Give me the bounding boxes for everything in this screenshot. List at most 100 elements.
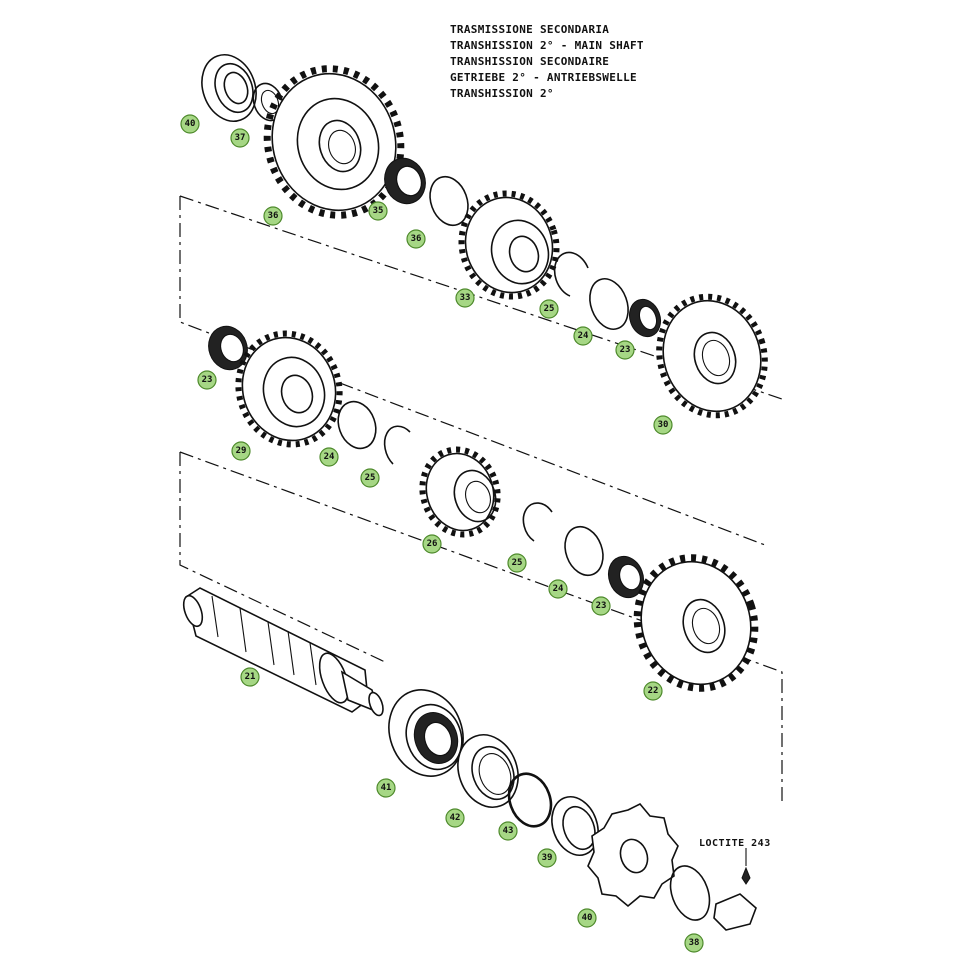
- part-large-gear-22: [633, 554, 759, 692]
- part-needle-bearing-35: [384, 157, 426, 205]
- part-ball-bearing-41: [388, 689, 464, 777]
- part-main-shaft-21: [182, 587, 384, 717]
- callout-circle: [240, 667, 260, 687]
- callout-circle: [368, 201, 388, 221]
- callout-badge: 33: [455, 288, 475, 308]
- callout-circle: [577, 908, 597, 928]
- callout-circle: [445, 808, 465, 828]
- part-washer-24-b: [337, 400, 377, 450]
- callout-badge: 24: [319, 447, 339, 467]
- callout-number: 39: [542, 853, 553, 863]
- callout-number: 33: [460, 293, 471, 303]
- title-line-es: TRANSHISSION 2°: [450, 87, 554, 100]
- callout-circle: [319, 447, 339, 467]
- part-o-ring-43: [507, 772, 553, 828]
- callout-number: 25: [544, 304, 555, 314]
- callout-circle: [498, 821, 518, 841]
- part-washer-24-c: [564, 525, 604, 577]
- callout-badge: 40: [577, 908, 597, 928]
- callout-circle: [422, 534, 442, 554]
- callout-badge: 21: [240, 667, 260, 687]
- part-circlip-25-a: [553, 251, 589, 297]
- callout-badge: 37: [230, 128, 250, 148]
- callout-badge: 36: [406, 229, 426, 249]
- part-needle-bearing-23-a: [628, 298, 662, 338]
- title-block: TRASMISSIONE SECONDARIA TRANSHISSION 2° …: [450, 22, 644, 102]
- callout-circle: [643, 681, 663, 701]
- callout-number: 25: [365, 473, 376, 483]
- part-bearing-top: [201, 54, 257, 122]
- loctite-note: LOCTITE 243: [699, 838, 771, 849]
- callout-badge: 29: [231, 441, 251, 461]
- callout-circle: [376, 778, 396, 798]
- callout-badge: 43: [498, 821, 518, 841]
- callout-number: 37: [235, 133, 246, 143]
- callout-number: 23: [202, 375, 213, 385]
- part-washer-24-a: [589, 278, 629, 330]
- callout-badge: 40: [180, 114, 200, 134]
- callout-circle: [263, 206, 283, 226]
- part-needle-bearing-23-b: [208, 325, 248, 371]
- callout-circle: [573, 326, 593, 346]
- callout-badge: 23: [197, 370, 217, 390]
- title-line-fr: TRANSHISSION SECONDAIRE: [450, 55, 610, 68]
- callout-number: 23: [620, 345, 631, 355]
- callout-number: 36: [411, 234, 422, 244]
- callout-number: 24: [578, 331, 589, 341]
- callout-number: 25: [512, 558, 523, 568]
- callout-number: 43: [503, 826, 514, 836]
- callout-circle: [615, 340, 635, 360]
- callout-badge: 38: [684, 933, 704, 953]
- callout-badge: 25: [539, 299, 559, 319]
- part-washer-38: [669, 865, 711, 921]
- callout-number: 22: [648, 686, 659, 696]
- title-line-de: GETRIEBE 2° - ANTRIEBSWELLE: [450, 71, 637, 84]
- callout-circle: [539, 299, 559, 319]
- part-circlip-25-b: [383, 425, 411, 465]
- callout-badge: 25: [360, 468, 380, 488]
- callout-circle: [231, 441, 251, 461]
- callout-circle: [507, 553, 527, 573]
- callout-number: 21: [245, 672, 256, 682]
- callout-number: 40: [582, 913, 593, 923]
- callout-badge: 41: [376, 778, 396, 798]
- part-large-gear-top: [263, 65, 405, 219]
- callout-badge: 35: [368, 201, 388, 221]
- callout-badge: 42: [445, 808, 465, 828]
- callout-number: 42: [450, 813, 461, 823]
- callout-circle: [230, 128, 250, 148]
- callout-badge: 23: [615, 340, 635, 360]
- callout-circle: [360, 468, 380, 488]
- callout-badge: 30: [653, 415, 673, 435]
- callout-labels: 40 37 36 35 36 33 25 24 23 30 23 29 24 25 26 25 24 23 22 21…: [180, 114, 704, 953]
- callout-badge: 22: [643, 681, 663, 701]
- callout-circle: [684, 933, 704, 953]
- part-sprocket-40: [587, 803, 679, 908]
- callout-circle: [653, 415, 673, 435]
- callout-circle: [548, 579, 568, 599]
- callout-badge: 26: [422, 534, 442, 554]
- part-washer-36: [429, 175, 469, 227]
- callout-badge: 24: [573, 326, 593, 346]
- callout-number: 35: [373, 206, 384, 216]
- callout-circle: [537, 848, 557, 868]
- callout-number: 29: [236, 446, 247, 456]
- part-gear-30: [656, 293, 768, 419]
- callout-badge: 36: [263, 206, 283, 226]
- callout-badge: 39: [537, 848, 557, 868]
- callout-number: 41: [381, 783, 392, 793]
- callout-circle: [197, 370, 217, 390]
- callout-circle: [180, 114, 200, 134]
- title-line-en: TRANSHISSION 2° - MAIN SHAFT: [450, 39, 644, 52]
- callout-number: 24: [324, 452, 335, 462]
- callout-number: 38: [689, 938, 700, 948]
- title-line-it: TRASMISSIONE SECONDARIA: [450, 23, 610, 36]
- callout-number: 24: [553, 584, 564, 594]
- callout-circle: [406, 229, 426, 249]
- callout-number: 36: [268, 211, 279, 221]
- callout-badge: 23: [591, 596, 611, 616]
- part-bolt: [713, 848, 757, 931]
- part-needle-bearing-23-c: [607, 555, 645, 599]
- callout-number: 40: [185, 119, 196, 129]
- callout-number: 26: [427, 539, 438, 549]
